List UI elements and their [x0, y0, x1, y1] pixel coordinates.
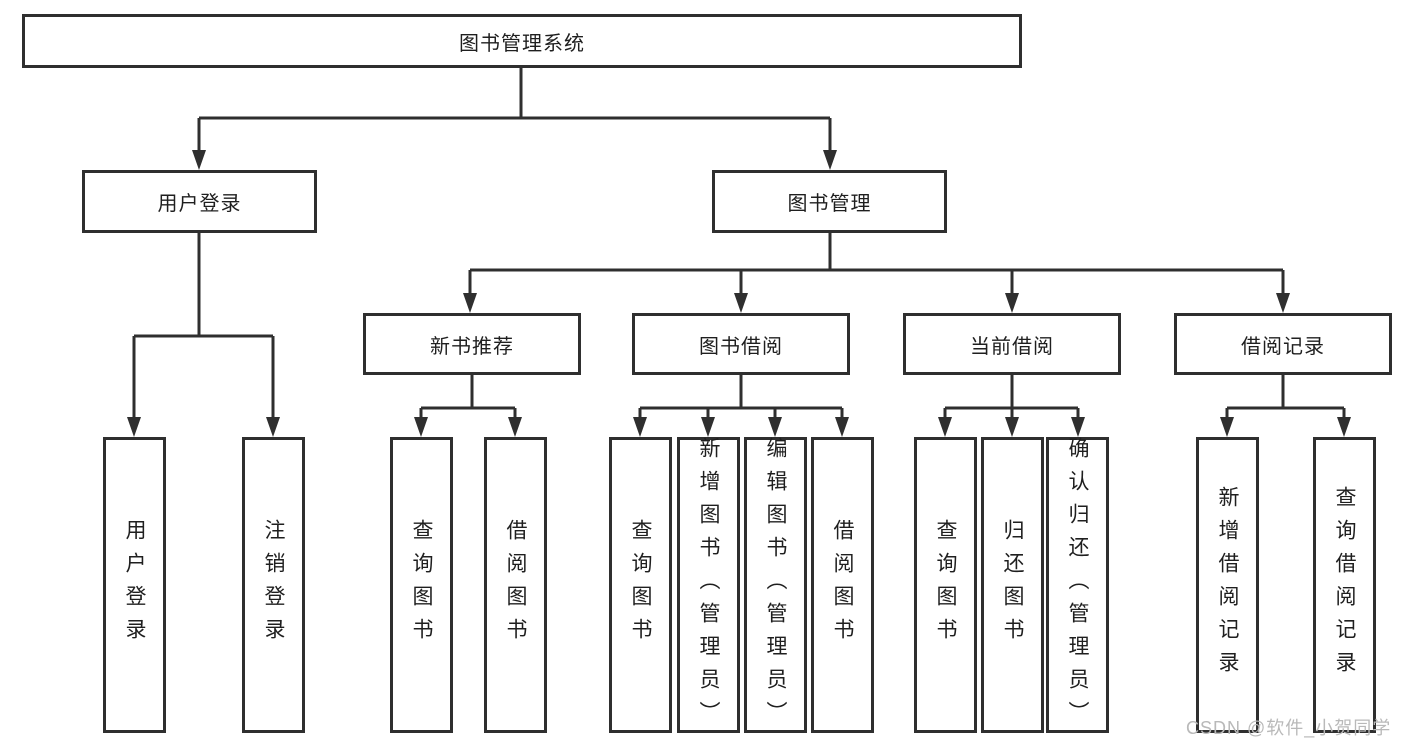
leaf-add-borrow-record: 新增借阅记录 [1196, 437, 1259, 733]
node-borrowing-records: 借阅记录 [1174, 313, 1392, 375]
node-label: 图书管理 [787, 193, 872, 215]
node-label: 图书管理系统 [459, 32, 585, 55]
node-label: 用户登录 [123, 519, 146, 651]
node-label: 借阅图书 [831, 519, 854, 651]
node-current-borrowing: 当前借阅 [903, 313, 1121, 375]
node-label: 新书推荐 [430, 335, 514, 358]
leaf-user-login: 用户登录 [103, 437, 166, 733]
csdn-watermark: CSDN @软件_小贺同学 [1186, 718, 1392, 738]
node-label: 查询图书 [629, 519, 652, 651]
node-label: 借阅记录 [1241, 335, 1325, 358]
arrowheads [127, 150, 1351, 437]
node-label: 查询图书 [934, 519, 957, 651]
node-label: 注销登录 [262, 519, 285, 651]
node-label: 确认归还（管理员） [1066, 436, 1089, 734]
node-book-management-module: 图书管理 [712, 170, 947, 233]
node-label: 编辑图书（管理员） [764, 436, 787, 734]
leaf-confirm-return-admin: 确认归还（管理员） [1046, 436, 1109, 734]
node-label: 借阅图书 [504, 519, 527, 651]
node-label: 新增图书（管理员） [697, 436, 720, 734]
node-label: 图书借阅 [699, 335, 783, 358]
leaf-borrow-books-1: 借阅图书 [484, 437, 547, 733]
node-label: 查询借阅记录 [1333, 486, 1356, 684]
node-label: 查询图书 [410, 519, 433, 651]
node-system-root: 图书管理系统 [22, 14, 1022, 68]
leaf-return-books: 归还图书 [981, 437, 1044, 733]
leaf-borrow-books-2: 借阅图书 [811, 437, 874, 733]
leaf-query-books-1: 查询图书 [390, 437, 453, 733]
leaf-edit-books-admin: 编辑图书（管理员） [744, 436, 807, 734]
node-label: 用户登录 [157, 193, 242, 215]
node-label: 新增借阅记录 [1216, 486, 1239, 684]
node-label: 当前借阅 [970, 335, 1054, 358]
node-book-borrowing: 图书借阅 [632, 313, 850, 375]
node-user-login-module: 用户登录 [82, 170, 317, 233]
leaf-query-borrow-record: 查询借阅记录 [1313, 437, 1376, 733]
leaf-query-books-2: 查询图书 [609, 437, 672, 733]
leaf-query-books-3: 查询图书 [914, 437, 977, 733]
leaf-add-books-admin: 新增图书（管理员） [677, 436, 740, 734]
node-new-book-recommend: 新书推荐 [363, 313, 581, 375]
node-label: 归还图书 [1001, 519, 1024, 651]
leaf-logout: 注销登录 [242, 437, 305, 733]
